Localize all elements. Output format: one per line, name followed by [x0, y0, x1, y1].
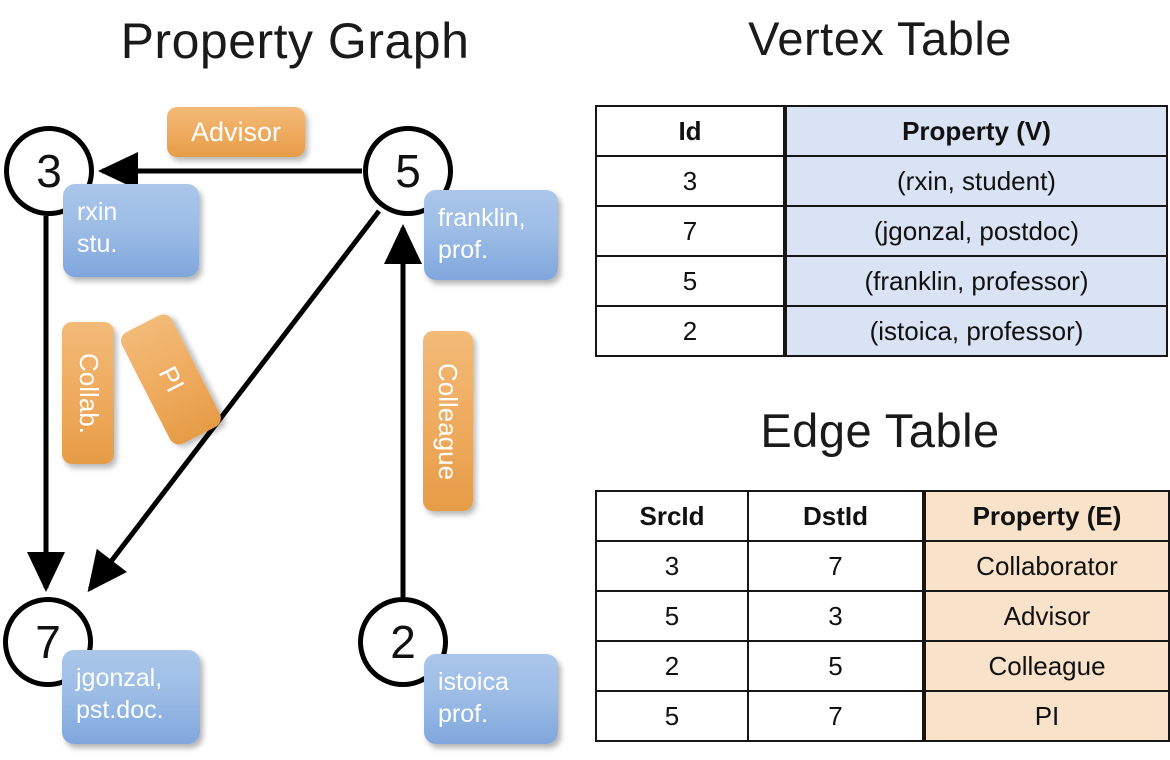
- vertex-table-cell-id: 5: [595, 255, 786, 307]
- vertex-property-box-jgonzal[interactable]: jgonzal, pst.doc.: [62, 650, 200, 744]
- vertex-table-cell-property: (istoica, professor): [783, 305, 1168, 357]
- vertex-table-cell-id: 3: [595, 155, 786, 207]
- edge-table-cell-srcid: 5: [595, 690, 749, 742]
- vertex-property-box-rxin[interactable]: rxin stu.: [63, 184, 199, 277]
- edge-label-colleague[interactable]: Colleague: [423, 331, 473, 511]
- table-row[interactable]: 2 5 Colleague: [595, 640, 1170, 692]
- vertex-table-header-property: Property (V): [783, 105, 1168, 157]
- vertex-table-cell-property: (jgonzal, postdoc): [783, 205, 1168, 257]
- edge-line-5-to-7: [87, 209, 381, 593]
- vertex-property-rxin-line2: stu.: [77, 230, 118, 258]
- vertex-property-jgonzal-line1: jgonzal,: [76, 664, 163, 692]
- edge-table-cell-dstid: 7: [747, 540, 925, 592]
- table-row[interactable]: 7 (jgonzal, postdoc): [595, 205, 1168, 257]
- graph-node-2-label: 2: [390, 616, 416, 668]
- edge-label-advisor[interactable]: Advisor: [167, 107, 305, 157]
- edge-table-cell-srcid: 2: [595, 640, 749, 692]
- page-title-property-graph: Property Graph: [120, 13, 470, 69]
- vertex-property-franklin-line1: franklin,: [438, 204, 526, 232]
- edge-table-cell-srcid: 5: [595, 590, 749, 642]
- edge-table-cell-property: Advisor: [922, 590, 1170, 642]
- table-row[interactable]: 3 (rxin, student): [595, 155, 1168, 207]
- edge-table-cell-property: Collaborator: [922, 540, 1170, 592]
- edge-table: SrcId DstId Property (E) 3 7 Collaborato…: [595, 490, 1170, 742]
- edge-table-cell-dstid: 5: [747, 640, 925, 692]
- vertex-table: Id Property (V) 3 (rxin, student) 7 (jgo…: [595, 105, 1168, 357]
- table-row[interactable]: 5 3 Advisor: [595, 590, 1170, 642]
- edge-label-advisor-text: Advisor: [190, 116, 282, 147]
- edge-label-pi-text: PI: [152, 361, 191, 398]
- graph-node-2[interactable]: 2: [358, 597, 448, 687]
- edge-table-cell-property: PI: [922, 690, 1170, 742]
- edge-table-cell-dstid: 3: [747, 590, 925, 642]
- edge-label-collab[interactable]: Collab.: [62, 322, 114, 464]
- vertex-property-rxin-line1: rxin: [77, 198, 118, 226]
- table-row[interactable]: 5 7 PI: [595, 690, 1170, 742]
- table-row[interactable]: 5 (franklin, professor): [595, 255, 1168, 307]
- vertex-table-header-row: Id Property (V): [595, 105, 1168, 157]
- vertex-table-cell-property: (rxin, student): [783, 155, 1168, 207]
- graph-edge-lines: [27, 152, 422, 597]
- edge-label-colleague-text: Colleague: [433, 362, 464, 480]
- vertex-table-cell-id: 2: [595, 305, 786, 357]
- vertex-property-jgonzal-line2: pst.doc.: [76, 696, 164, 724]
- vertex-property-istoica-line2: prof.: [438, 700, 489, 728]
- edge-label-collab-text: Collab.: [73, 352, 104, 434]
- vertex-table-cell-id: 7: [595, 205, 786, 257]
- property-graph-diagram: 3 5 7 2 rxin stu. franklin, prof. jgonza…: [3, 107, 558, 744]
- table-row[interactable]: 3 7 Collaborator: [595, 540, 1170, 592]
- vertex-property-box-istoica[interactable]: istoica prof.: [424, 654, 558, 744]
- vertex-property-istoica-line1: istoica: [438, 668, 509, 696]
- table-row[interactable]: 2 (istoica, professor): [595, 305, 1168, 357]
- edge-table-cell-property: Colleague: [922, 640, 1170, 692]
- page-title-vertex-table: Vertex Table: [748, 12, 1012, 65]
- edge-table-header-row: SrcId DstId Property (E): [595, 490, 1170, 542]
- edge-table-cell-dstid: 7: [747, 690, 925, 742]
- page-title-edge-table: Edge Table: [760, 404, 1000, 457]
- vertex-property-franklin-line2: prof.: [438, 236, 489, 264]
- vertex-table-header-id: Id: [595, 105, 786, 157]
- vertex-property-box-franklin[interactable]: franklin, prof.: [424, 190, 558, 280]
- edge-table-header-srcid: SrcId: [595, 490, 749, 542]
- edge-table-header-dstid: DstId: [747, 490, 925, 542]
- graph-node-5-label: 5: [395, 145, 421, 197]
- graph-node-3-label: 3: [36, 145, 62, 197]
- graph-node-7-label: 7: [35, 616, 61, 668]
- edge-table-cell-srcid: 3: [595, 540, 749, 592]
- graph-node-5[interactable]: 5: [363, 126, 453, 216]
- vertex-table-cell-property: (franklin, professor): [783, 255, 1168, 307]
- edge-table-header-property: Property (E): [922, 490, 1170, 542]
